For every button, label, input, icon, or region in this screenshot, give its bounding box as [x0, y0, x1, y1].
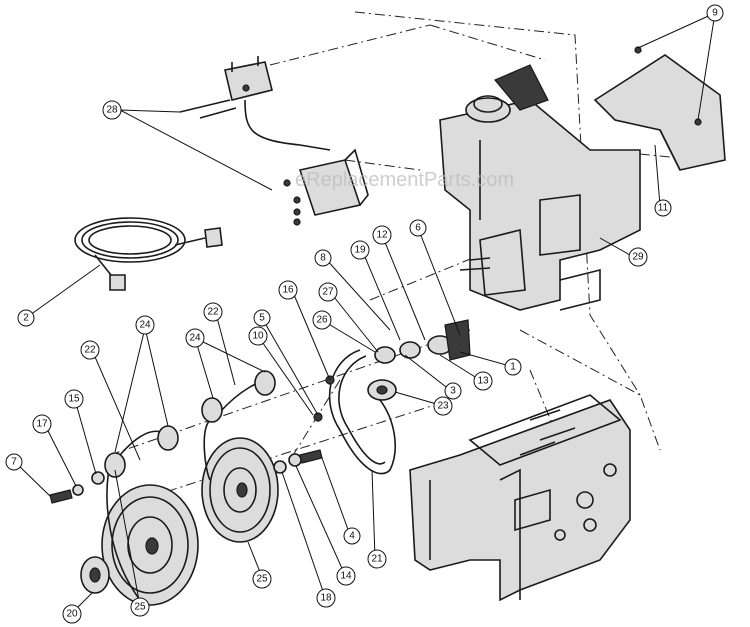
callout-19: 19: [350, 240, 370, 260]
svg-text:25: 25: [134, 602, 146, 613]
svg-text:6: 6: [415, 223, 421, 234]
svg-text:7: 7: [11, 457, 17, 468]
svg-text:29: 29: [632, 252, 644, 263]
svg-text:13: 13: [477, 376, 489, 387]
svg-text:22: 22: [207, 307, 219, 318]
svg-text:15: 15: [68, 394, 80, 405]
idler-pulleys: [367, 319, 471, 401]
callout-9: 9: [706, 4, 724, 22]
callout-6: 6: [409, 219, 427, 237]
svg-text:5: 5: [259, 313, 265, 324]
callout-13: 13: [473, 371, 493, 391]
callout-5: 5: [253, 309, 271, 327]
callout-27: 27: [318, 282, 338, 302]
frame-housing: [409, 394, 631, 602]
callout-28: 28: [102, 100, 122, 120]
svg-text:24: 24: [139, 320, 151, 331]
svg-text:24: 24: [189, 333, 201, 344]
svg-text:28: 28: [106, 105, 118, 116]
callout-21: 21: [367, 549, 387, 569]
callout-23: 23: [433, 396, 453, 416]
callout-22a: 22: [203, 302, 223, 322]
callout-1: 1: [504, 358, 522, 376]
hubs-and-washers: [49, 370, 335, 594]
callout-16: 16: [278, 280, 298, 300]
callout-18: 18: [316, 588, 336, 608]
callout-10: 10: [248, 326, 268, 346]
callout-2: 2: [17, 309, 35, 327]
callout-20: 20: [62, 604, 82, 624]
impeller-pulley: [201, 437, 279, 543]
extension-cord: [74, 217, 223, 291]
watermark-text: eReplacementParts.com: [295, 169, 514, 191]
svg-text:23: 23: [437, 401, 449, 412]
svg-text:16: 16: [282, 285, 294, 296]
callout-4: 4: [343, 527, 361, 545]
callout-24b: 24: [185, 328, 205, 348]
engine: [439, 64, 641, 311]
callout-leaders: [14, 12, 716, 614]
callout-14: 14: [336, 566, 356, 586]
callout-8: 8: [314, 249, 332, 267]
callout-25b: 25: [130, 597, 150, 617]
svg-text:27: 27: [322, 287, 334, 298]
callout-11: 11: [654, 199, 672, 217]
callout-7: 7: [5, 453, 23, 471]
svg-text:12: 12: [376, 230, 388, 241]
svg-text:17: 17: [36, 419, 48, 430]
callout-15: 15: [64, 389, 84, 409]
callout-17: 17: [32, 414, 52, 434]
electric-starter: [283, 148, 369, 226]
callout-29: 29: [628, 247, 648, 267]
svg-text:25: 25: [256, 574, 268, 585]
svg-text:4: 4: [349, 531, 355, 542]
svg-text:21: 21: [371, 554, 383, 565]
auger-pulley: [101, 484, 199, 606]
svg-text:2: 2: [23, 313, 29, 324]
svg-text:26: 26: [316, 315, 328, 326]
callout-3: 3: [444, 382, 462, 400]
svg-text:1: 1: [510, 362, 516, 373]
callout-25a: 25: [252, 569, 272, 589]
svg-text:20: 20: [66, 609, 78, 620]
svg-text:8: 8: [320, 253, 326, 264]
svg-text:14: 14: [340, 571, 352, 582]
svg-text:19: 19: [354, 245, 366, 256]
callout-22b: 22: [80, 340, 100, 360]
ignition-switch: [179, 56, 331, 151]
svg-text:9: 9: [712, 8, 718, 19]
svg-text:22: 22: [84, 345, 96, 356]
svg-text:18: 18: [320, 593, 332, 604]
chute-housing: [593, 46, 726, 171]
callout-26: 26: [312, 310, 332, 330]
svg-text:3: 3: [450, 386, 456, 397]
callout-24a: 24: [135, 315, 155, 335]
svg-text:10: 10: [252, 331, 264, 342]
callout-12: 12: [372, 225, 392, 245]
svg-text:11: 11: [658, 203, 669, 214]
